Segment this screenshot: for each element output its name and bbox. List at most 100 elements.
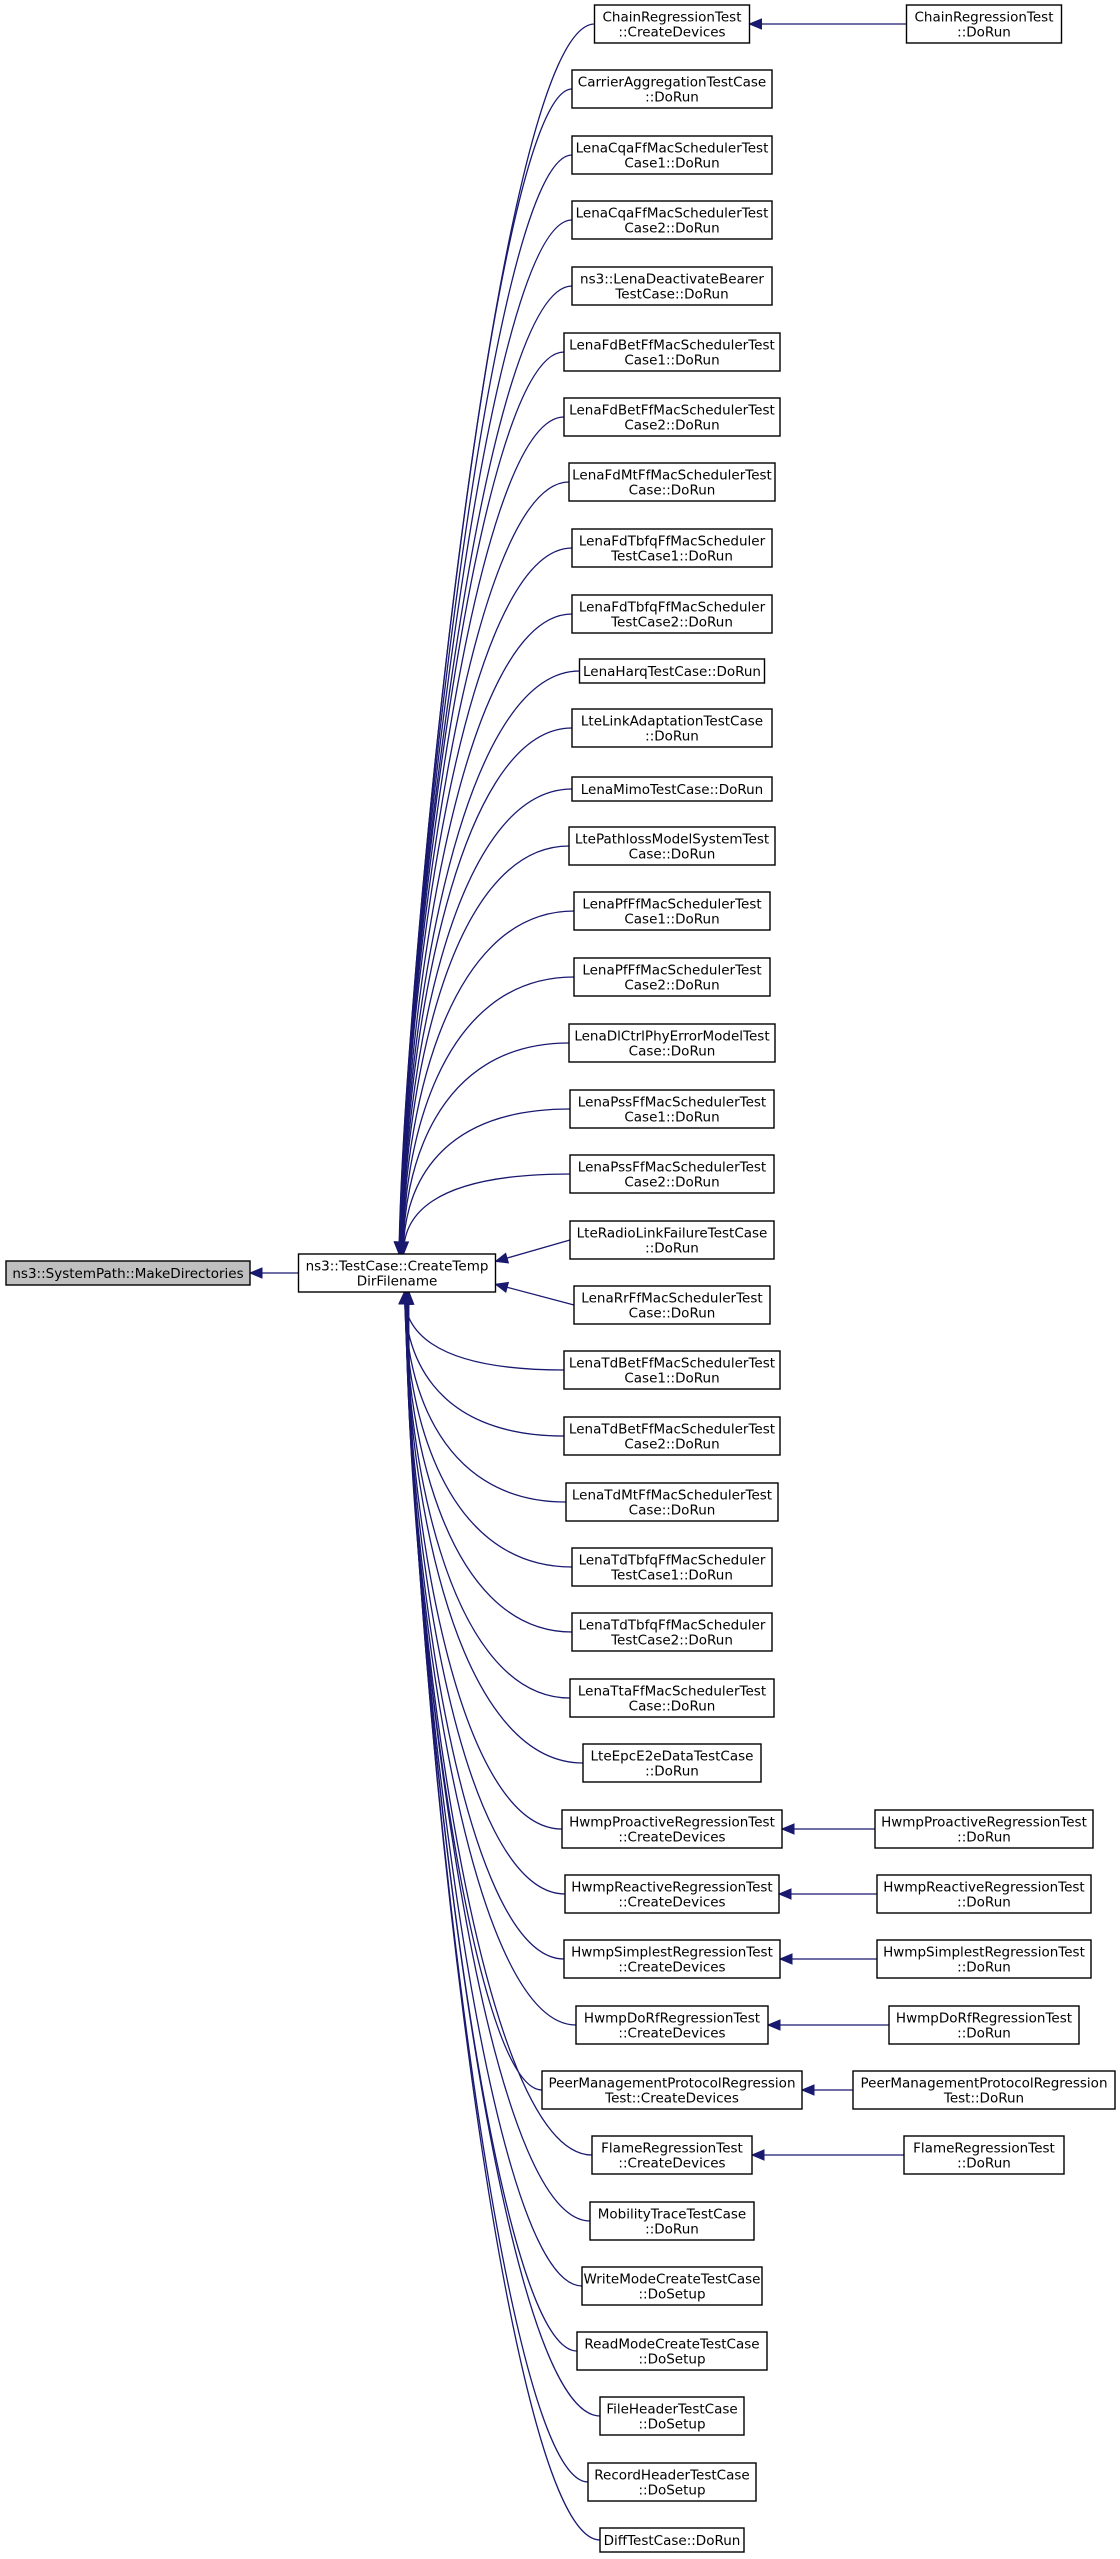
node-box <box>569 1154 775 1194</box>
node-c32[interactable]: HwmpDoRfRegressionTest::CreateDevices <box>575 2005 769 2045</box>
node-box <box>568 462 776 502</box>
node-label: ::DoSetup <box>638 2417 705 2433</box>
edge-c20-arrow <box>494 1252 510 1264</box>
node-label: ::CreateDevices <box>618 2156 725 2172</box>
node-label: ::DoRun <box>957 1895 1011 1911</box>
node-d34[interactable]: FlameRegressionTest::DoRun <box>903 2135 1065 2175</box>
node-root[interactable]: ns3::SystemPath::MakeDirectories <box>5 1260 251 1286</box>
edge-d30-arrow <box>777 1888 792 1900</box>
edge-c14 <box>401 845 570 1255</box>
node-label: ::DoRun <box>645 729 699 745</box>
node-box <box>573 891 771 931</box>
node-c39[interactable]: RecordHeaderTestCase::DoSetup <box>587 2462 757 2502</box>
node-label: FlameRegressionTest <box>913 2141 1055 2157</box>
node-d1[interactable]: ChainRegressionTest::DoRun <box>905 4 1063 44</box>
node-label: Case2::DoRun <box>624 1437 719 1453</box>
node-c13[interactable]: LenaMimoTestCase::DoRun <box>571 776 773 802</box>
node-label: ns3::LenaDeactivateBearer <box>580 272 764 288</box>
node-box <box>571 266 773 306</box>
node-box <box>571 708 773 748</box>
node-c34[interactable]: FlameRegressionTest::CreateDevices <box>591 2135 753 2175</box>
node-c2[interactable]: CarrierAggregationTestCase::DoRun <box>571 69 773 109</box>
node-box <box>905 4 1063 44</box>
edge-c21 <box>495 1283 575 1306</box>
node-label: Case::DoRun <box>629 483 716 499</box>
node-c30[interactable]: HwmpReactiveRegressionTest::CreateDevice… <box>564 1874 780 1914</box>
node-c40[interactable]: DiffTestCase::DoRun <box>599 2527 745 2553</box>
edge-d32-arrow <box>766 2019 781 2031</box>
node-label: HwmpDoRfRegressionTest <box>896 2011 1072 2027</box>
node-d31[interactable]: HwmpSimplestRegressionTest::DoRun <box>876 1939 1092 1979</box>
node-d32[interactable]: HwmpDoRfRegressionTest::DoRun <box>888 2005 1080 2045</box>
edge-c10 <box>400 613 573 1255</box>
node-label: Case::DoRun <box>629 1306 716 1322</box>
node-box <box>903 2135 1065 2175</box>
node-label: Case::DoRun <box>629 847 716 863</box>
node-c28[interactable]: LteEpcE2eDataTestCase::DoRun <box>582 1743 762 1783</box>
node-box <box>571 200 773 240</box>
node-box <box>564 1874 780 1914</box>
node-label: Case1::DoRun <box>624 912 719 928</box>
node-c1[interactable]: ChainRegressionTest::CreateDevices <box>593 4 751 44</box>
node-c33[interactable]: PeerManagementProtocolRegressionTest::Cr… <box>541 2070 803 2110</box>
node-c37[interactable]: ReadModeCreateTestCase::DoSetup <box>576 2331 768 2371</box>
node-c35[interactable]: MobilityTraceTestCase::DoRun <box>589 2201 755 2241</box>
node-c38[interactable]: FileHeaderTestCase::DoSetup <box>599 2396 745 2436</box>
node-d33[interactable]: PeerManagementProtocolRegressionTest::Do… <box>852 2070 1116 2110</box>
node-label: LenaTdTbfqFfMacScheduler <box>579 1553 766 1569</box>
node-label: LenaRrFfMacSchedulerTest <box>581 1291 762 1307</box>
edge-c15 <box>401 910 575 1255</box>
node-d30[interactable]: HwmpReactiveRegressionTest::DoRun <box>876 1874 1092 1914</box>
node-c29[interactable]: HwmpProactiveRegressionTest::CreateDevic… <box>561 1809 783 1849</box>
node-label: ::DoRun <box>957 1830 1011 1846</box>
node-c31[interactable]: HwmpSimplestRegressionTest::CreateDevice… <box>563 1939 781 1979</box>
node-label: LenaFdBetFfMacSchedulerTest <box>569 403 775 419</box>
node-label: ::DoRun <box>645 1241 699 1257</box>
node-label: Case2::DoRun <box>624 978 719 994</box>
node-box <box>541 2070 803 2110</box>
node-label: LenaPfFfMacSchedulerTest <box>582 963 761 979</box>
node-label: LenaMimoTestCase::DoRun <box>581 782 764 798</box>
node-d29[interactable]: HwmpProactiveRegressionTest::DoRun <box>874 1809 1094 1849</box>
node-c20[interactable]: LteRadioLinkFailureTestCase::DoRun <box>569 1220 775 1260</box>
edge-c1 <box>398 23 595 1255</box>
node-label: Case1::DoRun <box>624 1110 719 1126</box>
node-c11[interactable]: LenaHarqTestCase::DoRun <box>578 658 766 684</box>
node-label: ::DoRun <box>645 1764 699 1780</box>
node-c12[interactable]: LteLinkAdaptationTestCase::DoRun <box>571 708 773 748</box>
edge-c24 <box>404 1291 567 1503</box>
edge-d29-arrow <box>780 1823 795 1835</box>
node-box <box>573 1285 771 1325</box>
node-box <box>563 332 781 372</box>
node-label: ns3::TestCase::CreateTemp <box>306 1259 489 1275</box>
node-label: TestCase2::DoRun <box>610 1633 733 1649</box>
node-label: WriteModeCreateTestCase <box>584 2272 761 2288</box>
edge-c17 <box>402 1042 570 1255</box>
node-label: LenaTdBetFfMacSchedulerTest <box>569 1422 775 1438</box>
node-c36[interactable]: WriteModeCreateTestCase::DoSetup <box>581 2266 763 2306</box>
node-label: Case::DoRun <box>629 1503 716 1519</box>
node-label: MobilityTraceTestCase <box>598 2207 746 2223</box>
